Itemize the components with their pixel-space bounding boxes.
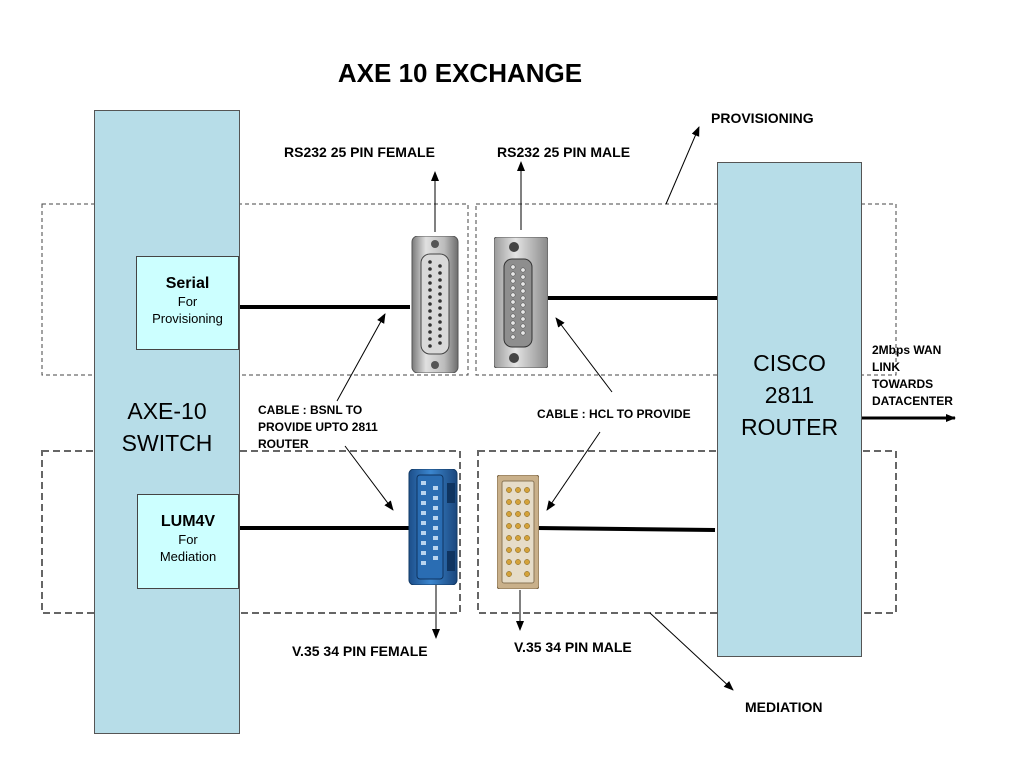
bsnl-cable-line1: CABLE : BSNL TO [258,403,363,417]
router-label-line3: ROUTER [740,414,839,440]
provisioning-arrow [665,126,700,205]
lum4v-port-box: LUM4V For Mediation [137,494,239,589]
router-label-line1: CISCO [753,350,826,376]
switch-label-line1: AXE-10 [127,398,207,424]
axe10-switch-panel: AXE-10 SWITCH [94,110,240,734]
lum4v-port-sub2: Mediation [159,549,217,564]
wan-link-note: 2Mbps WAN LINK TOWARDS DATACENTER [872,342,953,410]
hcl-arrow-up [555,317,613,393]
hcl-cable-note: CABLE : HCL TO PROVIDE [537,407,691,421]
mediation-arrow [649,612,734,691]
v35-female-connector-image [408,469,458,585]
v35-router-line [536,526,716,532]
serial-port-sub2: Provisioning [152,311,223,326]
lum4v-port-name: LUM4V [160,513,216,530]
bsnl-arrow-down [344,445,394,511]
lum4v-port-sub1: For [178,532,198,547]
mediation-right-region [477,450,897,614]
provisioning-label: PROVISIONING [711,110,814,126]
provisioning-left-region [41,203,469,376]
bsnl-cable-note: CABLE : BSNL TO PROVIDE UPTO 2811 ROUTER [258,402,378,453]
wan-line1: 2Mbps WAN [872,343,942,357]
v35-female-label: V.35 34 PIN FEMALE [292,643,428,659]
wan-line2: LINK [872,360,900,374]
v35-male-connector-image [497,475,539,589]
rs232-female-connector-image [411,236,459,373]
switch-label-line2: SWITCH [121,430,213,456]
bsnl-arrow-up [336,313,386,402]
diagram-title: AXE 10 EXCHANGE [337,58,583,88]
serial-port-name: Serial [165,275,210,292]
serial-port-sub1: For [177,294,198,309]
wan-line3: TOWARDS [872,377,934,391]
rs232-female-label: RS232 25 PIN FEMALE [284,144,435,160]
provisioning-right-region [475,203,897,376]
rs232-male-connector-image [494,237,548,368]
bsnl-cable-line3: ROUTER [258,437,309,451]
hcl-arrow-down [546,431,601,511]
wan-line4: DATACENTER [872,394,953,408]
bsnl-cable-line2: PROVIDE UPTO 2811 [258,420,378,434]
mediation-left-region [41,450,461,614]
serial-port-box: Serial For Provisioning [136,256,239,350]
rs232-male-label: RS232 25 PIN MALE [497,144,631,160]
mediation-label: MEDIATION [745,699,823,715]
cisco-router-panel: CISCO 2811 ROUTER [717,162,862,657]
router-label-line2: 2811 [764,382,815,408]
v35-male-label: V.35 34 PIN MALE [514,639,632,655]
